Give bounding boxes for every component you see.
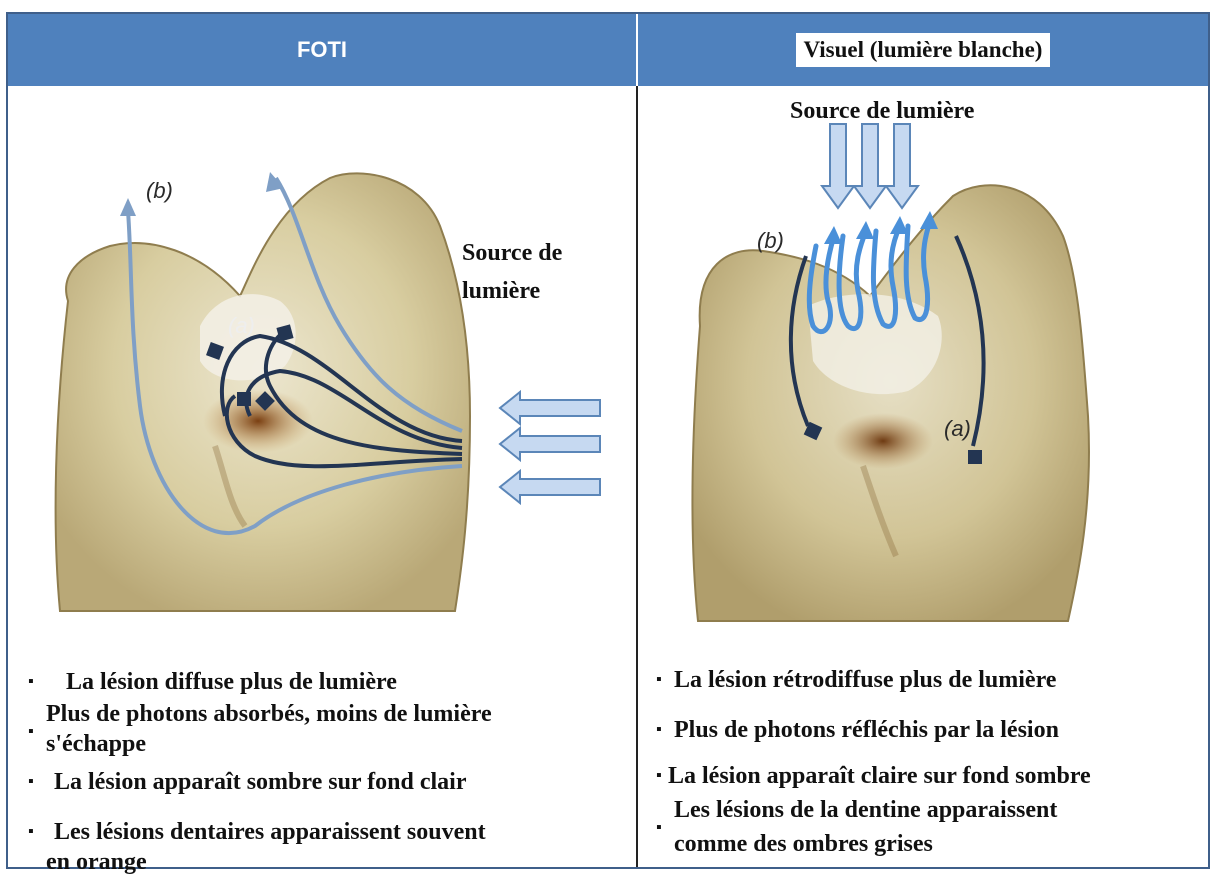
header-foti-label: FOTI — [297, 37, 347, 63]
foti-bullet-3: ▪ La lésion apparaît sombre sur fond cla… — [28, 768, 466, 796]
light-source-line2-left: lumière — [462, 276, 540, 306]
foti-bullet-4-continued: en orange — [46, 848, 147, 876]
foti-diagram — [0, 86, 636, 646]
visual-bullet-1: ▪ La lésion rétrodiffuse plus de lumière — [656, 666, 1056, 694]
label-a-right: (a) — [944, 416, 971, 442]
header-visual-label: Visuel (lumière blanche) — [796, 33, 1051, 67]
label-b-right: (b) — [757, 228, 784, 254]
light-source-right: Source de lumière — [790, 96, 974, 126]
foti-bullet-4: ▪ Les lésions dentaires apparaissent sou… — [28, 818, 486, 846]
header-visual: Visuel (lumière blanche) — [638, 14, 1208, 86]
light-arrows-left — [500, 392, 600, 503]
foti-bullet-2-continued: s'échappe — [46, 730, 146, 758]
foti-bullet-1: ▪ La lésion diffuse plus de lumière — [28, 668, 397, 696]
visual-diagram — [638, 86, 1208, 646]
light-source-line1-left: Source de — [462, 238, 562, 268]
visual-bullet-2: ▪ Plus de photons réfléchis par la lésio… — [656, 716, 1059, 744]
label-b-left: (b) — [146, 178, 173, 204]
visual-bullet-4-continued: comme des ombres grises — [674, 830, 933, 858]
tooth-left — [56, 173, 470, 611]
light-arrows-right — [822, 124, 918, 208]
upward-arrowhead-b-left — [120, 198, 136, 216]
header-foti: FOTI — [8, 14, 636, 86]
label-a-left: (a) — [228, 313, 255, 339]
visual-bullet-3: ▪ La lésion apparaît claire sur fond som… — [656, 762, 1091, 790]
